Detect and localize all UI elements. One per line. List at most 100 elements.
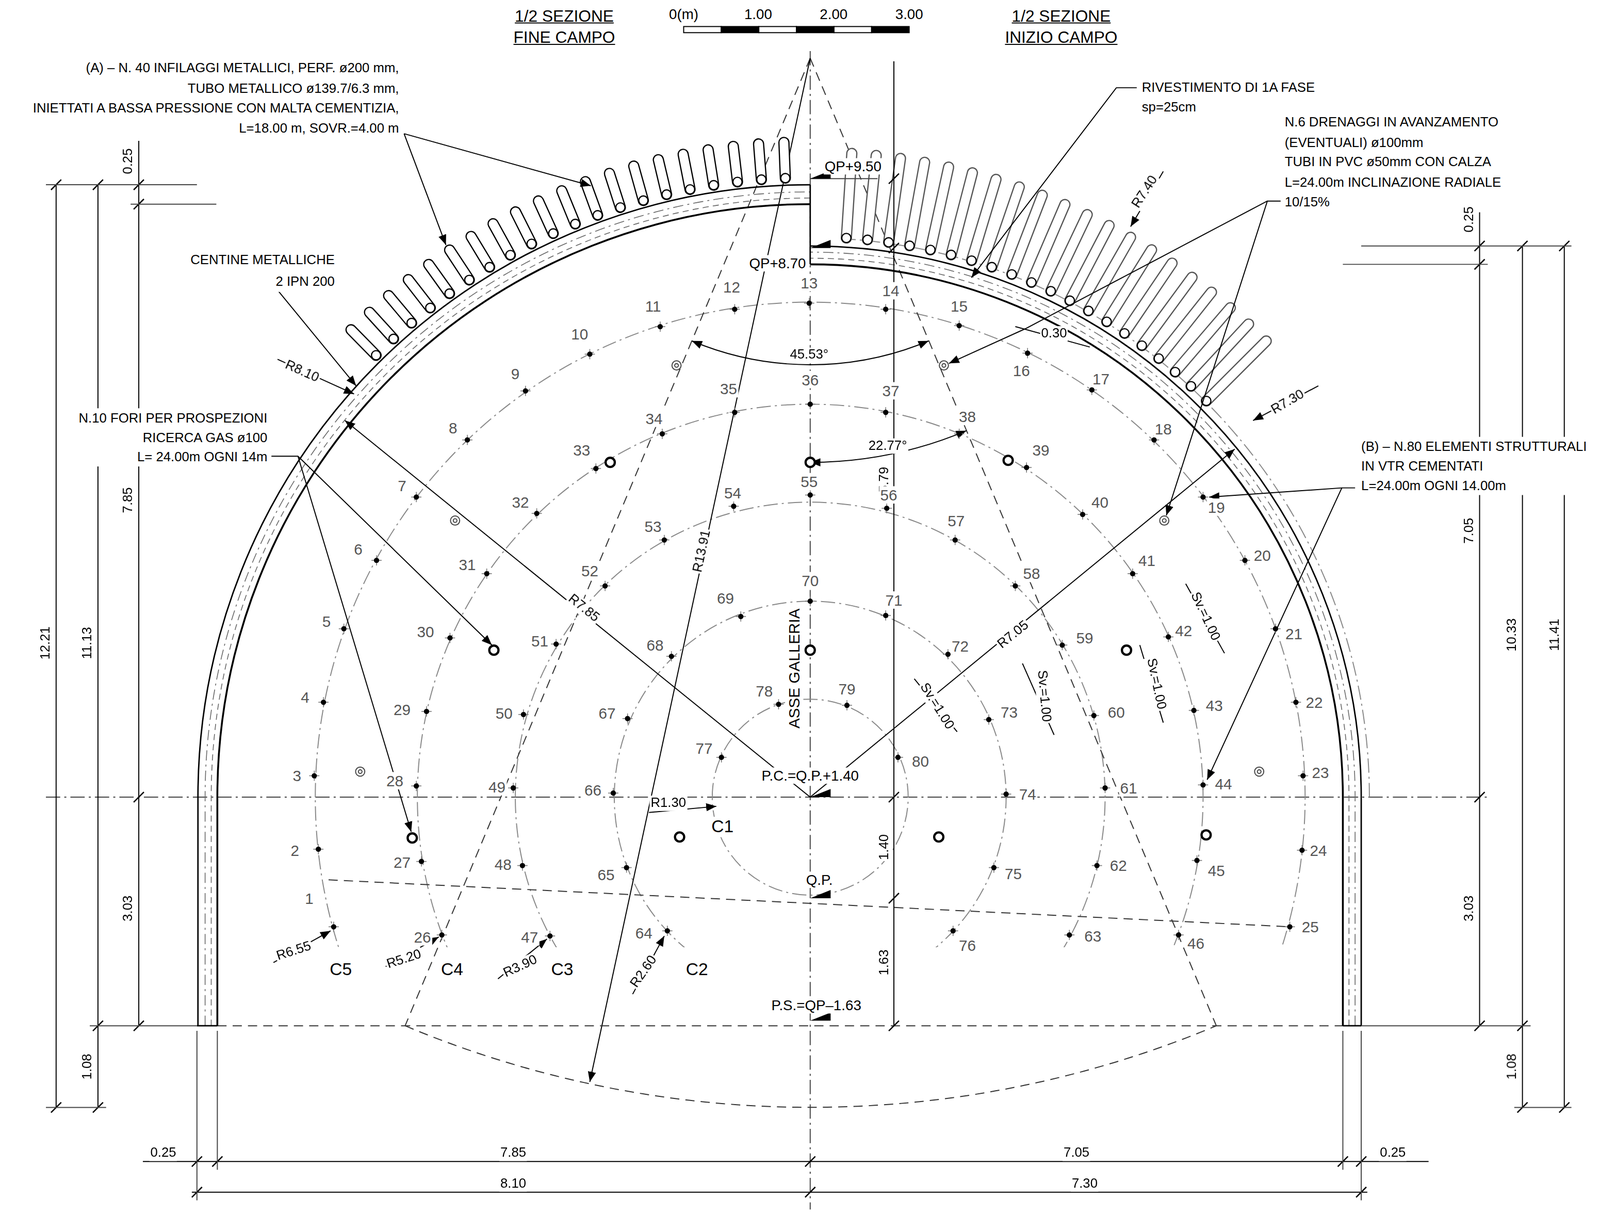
point-number: 45 <box>1206 861 1227 879</box>
spile-tube <box>1174 307 1231 372</box>
point-number: 29 <box>392 700 412 718</box>
drill-hole <box>1286 923 1293 929</box>
drill-hole <box>883 409 889 415</box>
spile-tube <box>428 264 450 294</box>
text-line: L=18.00 m, SOVR.=4.00 m <box>33 117 400 138</box>
point-number: 38 <box>957 407 977 426</box>
drill-hole <box>523 388 529 394</box>
drill-hole <box>738 613 744 619</box>
drawing-line <box>1361 245 1572 247</box>
drawing-line <box>45 1106 107 1108</box>
drill-hole <box>806 300 812 306</box>
spile-tube <box>1174 307 1231 372</box>
spile-tube <box>658 159 667 195</box>
drawing-line <box>1360 1030 1362 1200</box>
spile-circle <box>862 235 873 245</box>
point-number: 3 <box>291 766 302 785</box>
spile-circle <box>841 233 852 243</box>
spile-circle <box>1154 353 1164 364</box>
drill-hole <box>510 785 516 791</box>
spile-tube <box>609 173 621 208</box>
spile-circle <box>505 250 516 260</box>
point-number: 75 <box>1003 864 1023 883</box>
note-text: N.10 FORI PER PROSPEZIONI RICERCA GAS ø1… <box>77 407 269 467</box>
spile-circle <box>661 189 672 200</box>
spile-circle <box>987 262 997 272</box>
point-number: 32 <box>510 493 530 511</box>
spile-circle <box>946 250 956 260</box>
drill-hole <box>1102 785 1108 791</box>
drawing-line <box>130 203 217 205</box>
dimension-label: 0.25 <box>149 1145 178 1162</box>
drilling-circle <box>515 501 1105 948</box>
point-number: 64 <box>634 923 654 942</box>
dimension-label: 7.05 <box>1062 1145 1091 1162</box>
spile-tube <box>585 181 598 216</box>
spile-tube <box>515 211 532 244</box>
point-number: 31 <box>458 555 478 574</box>
text-line: TUBI IN PVC ø50mm CON CALZA <box>1284 152 1502 173</box>
spile-tube <box>369 312 394 339</box>
text-line: INIZIO CAMPO <box>1004 26 1118 48</box>
spile-tube <box>909 162 925 247</box>
text-line: 1/2 SEZIONE <box>1004 5 1118 27</box>
point-number: 69 <box>715 589 736 607</box>
scale-bar <box>758 26 797 33</box>
drill-hole <box>986 716 992 723</box>
drill-hole <box>668 653 675 659</box>
text-line: N.10 FORI PER PROSPEZIONI <box>78 407 268 428</box>
circle-label: C1 <box>710 816 735 837</box>
text-line: (EVENTUALI) ø100mm <box>1284 132 1502 153</box>
drill-hole <box>413 782 419 789</box>
point-number: 80 <box>910 752 930 771</box>
spile-tube <box>428 264 450 294</box>
point-number: 62 <box>1108 856 1129 875</box>
spile-tube <box>758 143 762 180</box>
leader-line <box>949 201 1268 364</box>
point-number: 57 <box>946 511 966 530</box>
spile-tube <box>733 146 738 183</box>
drill-hole <box>719 754 725 760</box>
dimension-label: R3.90 <box>500 951 541 982</box>
drill-hole <box>807 401 813 407</box>
drain-hole <box>941 363 946 368</box>
spile-circle <box>1046 286 1056 296</box>
spile-circle <box>925 245 936 255</box>
dimension-label: R5.20 <box>383 945 424 973</box>
point-number: 44 <box>1214 774 1234 793</box>
drill-hole <box>659 431 665 437</box>
spile-circle <box>780 173 791 183</box>
dimension-label: P.C.=Q.P.+1.40 <box>760 767 860 785</box>
dimension-label: 1.08 <box>1504 1052 1521 1081</box>
invert-arc <box>404 1025 1217 1107</box>
spile-circle <box>464 275 475 285</box>
spile-tube <box>888 158 901 243</box>
drill-hole <box>730 503 737 509</box>
spile-tube <box>408 279 431 308</box>
leader-line <box>271 455 492 645</box>
point-number: 36 <box>800 370 820 389</box>
drill-hole <box>883 306 889 312</box>
invert-line <box>217 1024 1343 1026</box>
level-marker <box>810 889 831 899</box>
spile-tube <box>561 190 576 224</box>
dimension-label: 1.63 <box>876 948 893 977</box>
dimension-label: 3.03 <box>1461 894 1478 923</box>
dimension-label: R6.55 <box>273 938 315 965</box>
angle-arc <box>691 340 929 365</box>
point-number: 63 <box>1083 926 1103 945</box>
text-line: INIETTATI A BASSA PRESSIONE CON MALTA CE… <box>33 98 400 119</box>
drain-hole <box>674 363 679 368</box>
drill-hole <box>731 306 738 312</box>
drill-hole <box>586 351 593 357</box>
lining <box>810 246 1362 1026</box>
drill-hole <box>320 699 326 705</box>
drill-hole <box>883 612 889 618</box>
point-number: 27 <box>392 853 412 872</box>
spile-tube <box>951 172 973 255</box>
spile-tube <box>708 149 714 185</box>
spile-tube <box>1158 291 1212 359</box>
dimension-label: 3.03 <box>120 894 137 923</box>
drill-hole <box>1190 707 1197 713</box>
circle-label: C3 <box>550 959 575 980</box>
